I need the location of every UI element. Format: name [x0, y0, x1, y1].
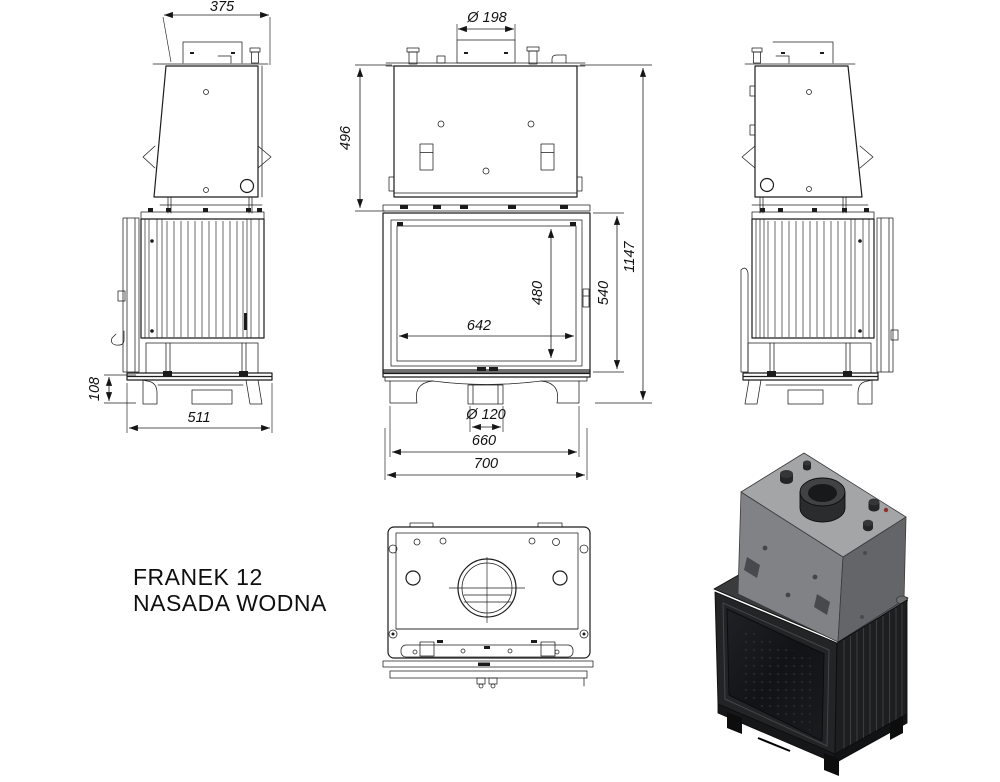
- title-line2: NASADA WODNA: [133, 590, 327, 616]
- dim-text-jacket-height: 496: [338, 125, 354, 150]
- cooling-fins: [166, 221, 244, 337]
- left-side-view: [111, 41, 273, 405]
- jacket-slot: [814, 594, 830, 615]
- right-side-view: [740, 41, 899, 405]
- damper-lever: [740, 267, 749, 373]
- front-foot: [142, 379, 158, 405]
- door-latch: [890, 329, 899, 341]
- dim-text-depth: 511: [187, 410, 210, 426]
- damper-plate-lines: [463, 594, 512, 603]
- dim-text-door-height: 540: [596, 281, 612, 305]
- dim-text-air-inlet-diameter: Ø 120: [465, 407, 506, 423]
- base-plate: [742, 372, 879, 381]
- base-drawer: [191, 389, 233, 405]
- door-handle: [582, 288, 590, 308]
- flue-plate: [182, 41, 243, 64]
- dim-text-glass-width: 642: [467, 318, 491, 334]
- rib-section: [140, 218, 265, 339]
- dim-text-glass-height: 480: [530, 281, 546, 305]
- side-port-circle: [239, 178, 255, 194]
- bent-stub: [551, 54, 567, 64]
- door-frame: [722, 602, 830, 747]
- front-foot: [857, 379, 873, 405]
- rear-foot: [245, 379, 263, 405]
- left-bracket: [142, 145, 156, 169]
- isometric-render: [713, 452, 909, 776]
- side-port-circle: [759, 177, 775, 193]
- flue-collar: [456, 39, 516, 64]
- foot: [824, 753, 839, 776]
- firebox-top-bar: [751, 211, 875, 220]
- flue-plate: [772, 41, 834, 64]
- firebox-top-bar: [140, 211, 265, 220]
- dim-text-top-depth: 375: [210, 0, 235, 15]
- front-trim: [389, 670, 588, 679]
- glass-pane: [396, 225, 577, 362]
- air-inlet-duct: [467, 384, 504, 405]
- base-plate: [382, 369, 591, 378]
- corner-bolts: [388, 544, 589, 639]
- door-handle-hook: [111, 330, 125, 346]
- title-line1: FRANEK 12: [133, 564, 263, 590]
- flue-crosshair: [449, 557, 525, 623]
- water-connection-left: [419, 143, 434, 171]
- door-edge-strip: [122, 217, 140, 373]
- door-latch: [117, 290, 126, 302]
- base-plate: [126, 372, 273, 381]
- right-bracket: [257, 145, 272, 169]
- left-bracket: [741, 145, 756, 169]
- rear-foot: [744, 379, 762, 405]
- right-hole: [552, 570, 568, 586]
- rib-section: [751, 218, 875, 339]
- flange: [382, 204, 591, 212]
- cooling-fins: [767, 221, 846, 337]
- right-bracket: [859, 145, 874, 169]
- drawing-title: FRANEK 12 NASADA WODNA: [133, 564, 327, 616]
- dim-text-base-height: 108: [87, 377, 103, 401]
- foot: [890, 716, 903, 740]
- valve-dot: [883, 507, 889, 513]
- left-hole: [405, 570, 421, 586]
- bottom-view: [382, 522, 594, 689]
- base-drawer: [787, 389, 824, 405]
- door-frame-inner: [390, 219, 583, 367]
- water-connection-right: [540, 143, 555, 171]
- dimensions: 375 Ø 198 496 1147 540 480 642 108 511: [87, 0, 652, 480]
- water-jacket-outline: [754, 65, 863, 198]
- door-edge-strip: [876, 217, 894, 373]
- dim-text-total-height: 1147: [622, 240, 638, 272]
- front-view: [382, 39, 591, 405]
- dim-text-flue-diameter: Ø 198: [466, 10, 507, 26]
- dim-text-total-width: 700: [474, 456, 498, 472]
- right-leg: [540, 380, 580, 404]
- door-frame-outer: [382, 212, 591, 373]
- foot: [727, 712, 742, 734]
- side-ribs: [843, 604, 903, 750]
- dim-text-body-width: 660: [472, 433, 496, 449]
- front-rail: [382, 660, 594, 668]
- left-leg: [389, 380, 434, 404]
- bottom-outline: [387, 526, 591, 659]
- jacket-slot: [744, 557, 760, 578]
- water-jacket-outline: [153, 65, 259, 198]
- water-jacket-outline: [393, 65, 578, 198]
